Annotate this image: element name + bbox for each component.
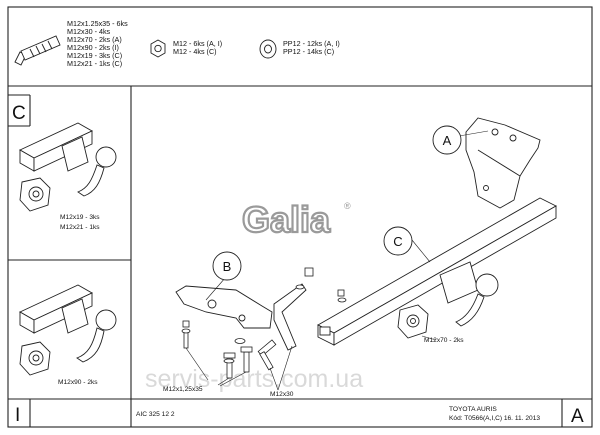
vehicle-name: TOYOTA AURIS [449, 406, 497, 413]
bracket-a [465, 117, 541, 209]
callout-a-label: A [443, 133, 452, 148]
variant-i-panel: M12x90 - 2ks I [15, 284, 117, 426]
parts-legend: M12x1.25x35 - 6ks M12x30 - 4ks M12x70 - … [14, 19, 340, 68]
legend-washer-1: PP12 - 12ks (A, I) [283, 39, 340, 48]
legend-bolt-3: M12x70 - 2ks (A) [67, 35, 122, 44]
callout-c: C [383, 226, 413, 256]
galia-logo: Galia ® [241, 198, 351, 241]
legend-bolt-4: M12x90 - 2ks (I) [67, 43, 119, 52]
label-m12x70: M12x70 - 2ks [424, 337, 464, 344]
variant-c-bolt-2: M12x21 - 1ks [60, 224, 100, 231]
variant-a-letter: A [571, 406, 584, 427]
legend-nut-2: M12 - 4ks (C) [173, 47, 217, 56]
callout-c-label: C [393, 234, 402, 249]
leader-lines [185, 130, 489, 391]
bolt-icon [14, 35, 61, 66]
label-m12x125x35: M12x1,25x35 [163, 386, 203, 393]
variant-c-letter: C [12, 103, 26, 124]
variant-i-drawing [19, 284, 117, 376]
washer-icon [259, 39, 277, 59]
callout-a: A [432, 125, 462, 155]
legend-bolt-1: M12x1.25x35 - 6ks [67, 19, 128, 28]
watermark: servis-parts.com.ua [145, 365, 363, 393]
drawing-frame [7, 6, 593, 428]
bracket-b [175, 283, 307, 351]
crossbar [317, 197, 557, 346]
label-m12x30: M12x30 [270, 391, 294, 398]
fasteners [181, 267, 347, 379]
tow-ball [397, 261, 499, 339]
main-drawing: servis-parts.com.ua Galia ® [145, 117, 557, 398]
drawing-code: AIC 325 12 2 [136, 411, 175, 418]
variant-i-bolt: M12x90 - 2ks [58, 379, 98, 386]
callout-b-label: B [223, 259, 232, 274]
legend-washer-2: PP12 - 14ks (C) [283, 47, 334, 56]
kod-date: Kód: T0566(A,I,C) 16. 11. 2013 [449, 415, 540, 422]
legend-nut-1: M12 - 6ks (A, I) [173, 39, 222, 48]
variant-i-letter: I [15, 405, 20, 426]
legend-bolt-6: M12x21 - 1ks (C) [67, 59, 122, 68]
nut-icon [150, 39, 166, 58]
logo-text: Galia [242, 199, 331, 240]
legend-bolt-5: M12x19 - 3ks (C) [67, 51, 122, 60]
callout-b: B [212, 251, 242, 281]
trademark-mark: ® [344, 201, 351, 211]
variant-c-panel: C M12x19 - 3ks M12x21 - 1ks [12, 103, 117, 231]
variant-c-bolt-1: M12x19 - 3ks [60, 214, 100, 221]
variant-c-drawing [19, 122, 117, 212]
title-block: AIC 325 12 2 TOYOTA AURIS Kód: T0566(A,I… [136, 406, 584, 427]
legend-bolt-2: M12x30 - 4ks [67, 27, 111, 36]
